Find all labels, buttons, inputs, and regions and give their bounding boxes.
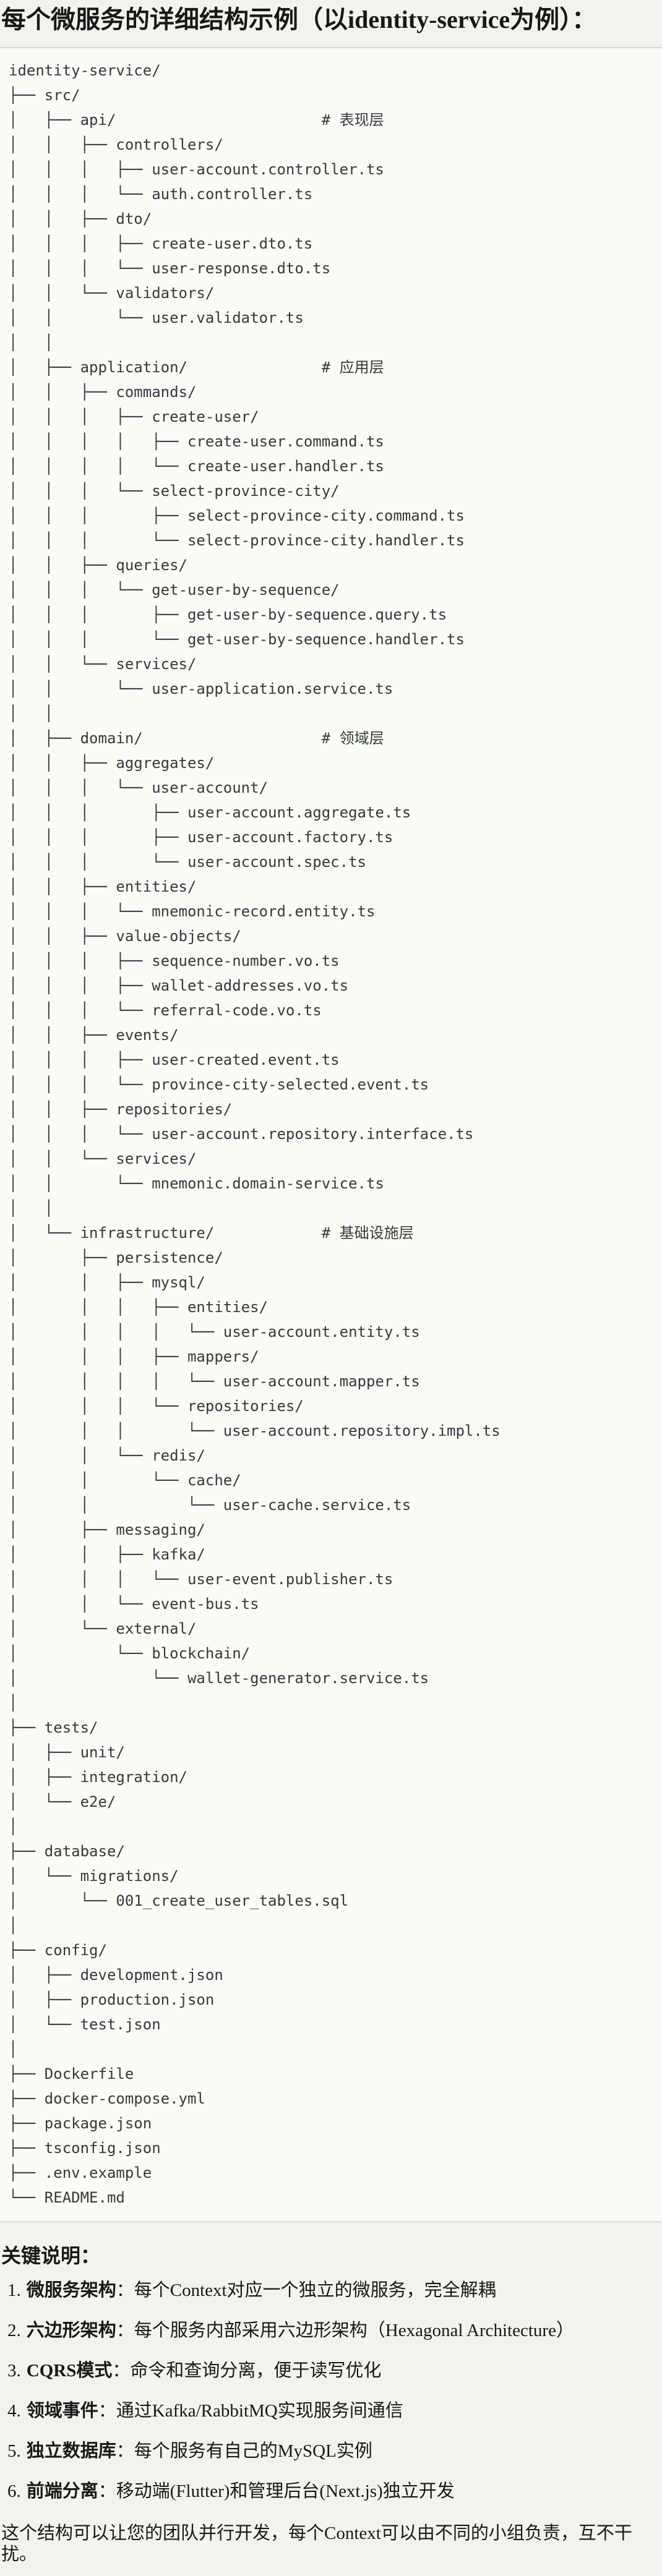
note-item-description: ：每个Context对应一个独立的微服务，完全解耦 <box>116 2280 496 2300</box>
note-item-description: ：每个服务有自己的MySQL实例 <box>116 2441 372 2461</box>
note-item-description: ：命令和查询分离，便于读写优化 <box>112 2361 382 2381</box>
note-item-term: 领域事件 <box>26 2401 98 2421</box>
note-item-description: ：每个服务内部采用六边形架构（Hexagonal Architecture） <box>116 2321 574 2340</box>
note-item-term: CQRS模式 <box>26 2361 113 2381</box>
notes-list: 1.微服务架构：每个Context对应一个独立的微服务，完全解耦 2. 六边形架构… <box>1 2282 661 2501</box>
note-item: 1.微服务架构：每个Context对应一个独立的微服务，完全解耦 <box>7 2282 661 2300</box>
note-item: 5.独立数据库：每个服务有自己的MySQL实例 <box>7 2442 661 2460</box>
page-title: 每个微服务的详细结构示例（以identity-service为例）： <box>1 6 597 33</box>
note-item-term: 独立数据库 <box>26 2441 116 2461</box>
note-item: 3.CQRS模式：命令和查询分离，便于读写优化 <box>7 2362 661 2380</box>
note-item-number: 1. <box>7 2280 21 2300</box>
note-item-term: 微服务架构 <box>26 2280 116 2300</box>
note-item-number: 3. <box>7 2361 21 2381</box>
note-item-number: 6. <box>7 2481 21 2501</box>
notes-heading: 关键说明： <box>1 2245 101 2267</box>
directory-tree-code-block: identity-service/ ├── src/ │ ├── api/ # … <box>0 47 662 2222</box>
note-item: 2. 六边形架构：每个服务内部采用六边形架构（Hexagonal Architec… <box>7 2322 661 2340</box>
note-item-term: 前端分离 <box>26 2481 98 2501</box>
note-item-term: 六边形架构 <box>26 2321 116 2340</box>
note-item-number: 4. <box>7 2401 21 2421</box>
key-notes-section: 关键说明： 1.微服务架构：每个Context对应一个独立的微服务，完全解耦 2… <box>0 2245 662 2565</box>
note-item: 4.领域事件：通过Kafka/RabbitMQ实现服务间通信 <box>7 2402 661 2420</box>
note-item-description: ：移动端(Flutter)和管理后台(Next.js)独立开发 <box>98 2481 455 2501</box>
note-item-description: ：通过Kafka/RabbitMQ实现服务间通信 <box>98 2401 403 2421</box>
closing-paragraph: 这个结构可以让您的团队并行开发，每个Context可以由不同的小组负责，互不干扰… <box>1 2523 632 2564</box>
note-item: 6.前端分离：移动端(Flutter)和管理后台(Next.js)独立开发 <box>7 2483 661 2501</box>
note-item-number: 5. <box>7 2441 21 2461</box>
note-item-number: 2. <box>7 2321 21 2340</box>
